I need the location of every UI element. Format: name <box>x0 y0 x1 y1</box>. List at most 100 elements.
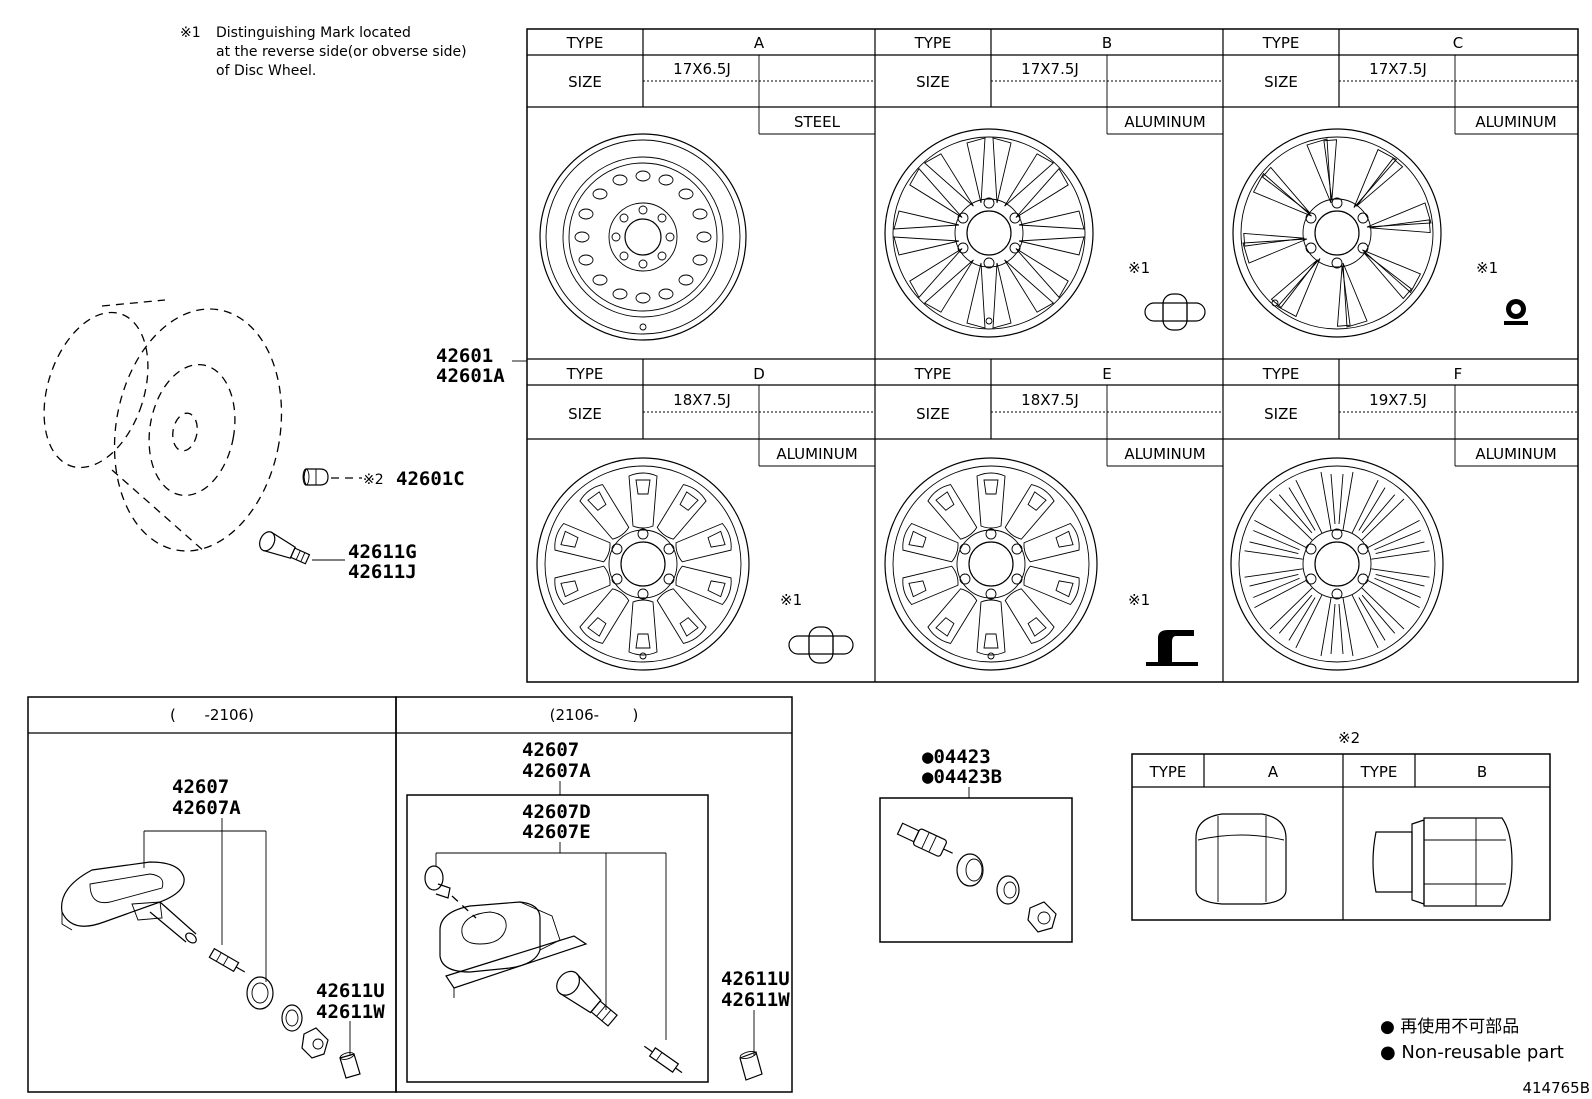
grommet-icon <box>246 976 274 1010</box>
part-04423b: ●04423B <box>922 766 1002 788</box>
nut-mark-symbol: ※2 <box>363 472 384 488</box>
valve-cap-icon <box>739 1050 763 1081</box>
wheel-material-a: STEEL <box>794 113 841 131</box>
size-label-e: SIZE <box>916 405 950 423</box>
size-label-f: SIZE <box>1264 405 1298 423</box>
wheel-material-d: ALUMINUM <box>776 445 857 463</box>
tpms-sensor-icon <box>439 901 588 998</box>
type-label-a: TYPE <box>566 34 604 52</box>
part-42601c: 42601C <box>396 468 465 490</box>
washer-icon <box>281 1004 303 1032</box>
mark-note-d: ※1 <box>780 591 802 609</box>
part-42611j: 42611J <box>348 561 417 583</box>
size-label-b: SIZE <box>916 73 950 91</box>
distinguishing-mark-d-icon <box>788 626 854 664</box>
note-line-3: of Disc Wheel. <box>216 63 316 79</box>
note-mark-symbol: ※1 <box>180 25 201 41</box>
mark-note-c: ※1 <box>1476 259 1498 277</box>
figure-id: 414765B <box>1522 1079 1590 1097</box>
wheel-type-table: TYPE TYPE TYPE TYPE TYPE TYPE SIZE SIZE … <box>526 28 1579 683</box>
wheel-type-b: B <box>1102 34 1112 52</box>
nut-type-label-b: TYPE <box>1360 763 1398 781</box>
wheel-material-b: ALUMINUM <box>1124 113 1205 131</box>
wheel-type-d: D <box>753 365 765 383</box>
aluminum-wheel-d-icon <box>536 457 750 671</box>
valve-core-icon <box>208 947 246 973</box>
wheel-material-e: ALUMINUM <box>1124 445 1205 463</box>
wheel-part-callout: 42601 42601A <box>436 345 527 387</box>
distinguishing-mark-b-icon <box>1144 293 1206 331</box>
aluminum-wheel-b-icon <box>884 128 1094 338</box>
grommet-icon <box>956 853 984 887</box>
note-line-1: Distinguishing Mark located <box>216 25 411 41</box>
wheel-material-c: ALUMINUM <box>1475 113 1556 131</box>
wheel-size-e: 18X7.5J <box>1021 391 1079 409</box>
mark-note-e: ※1 <box>1128 591 1150 609</box>
type-label-c: TYPE <box>1262 34 1300 52</box>
part-42607-right: 42607 <box>522 739 579 761</box>
part-42607a-right: 42607A <box>522 760 591 782</box>
tpms-sensor-icon <box>60 861 197 944</box>
legend: ● 再使用不可部品 ● Non-reusable part <box>1380 1016 1564 1063</box>
aluminum-wheel-c-icon <box>1232 128 1442 338</box>
wheel-type-f: F <box>1454 365 1463 383</box>
steel-wheel-icon <box>539 133 747 341</box>
valve-cap-icon <box>339 1052 361 1079</box>
part-42611g: 42611G <box>348 541 417 563</box>
valve-kit-group: ●04423 ●04423B <box>879 746 1073 943</box>
size-label-c: SIZE <box>1264 73 1298 91</box>
distinguishing-mark-e-icon <box>1146 630 1198 666</box>
part-04423: ●04423 <box>922 746 991 768</box>
legend-non-reusable-part: ● Non-reusable part <box>1380 1042 1564 1063</box>
tpms-box-before-2106: ( -2106) 42607 42607A <box>27 696 397 1093</box>
distinguishing-mark-note: ※1 Distinguishing Mark located at the re… <box>180 25 467 79</box>
wheel-type-e: E <box>1102 365 1111 383</box>
note-line-2: at the reverse side(or obverse side) <box>216 44 467 60</box>
wheel-size-a: 17X6.5J <box>673 60 731 78</box>
hub-nut-icon <box>302 468 329 486</box>
wheel-material-f: ALUMINUM <box>1475 445 1556 463</box>
wheel-size-b: 17X7.5J <box>1021 60 1079 78</box>
nut-table-mark: ※2 <box>1338 729 1360 747</box>
part-42607e: 42607E <box>522 821 591 843</box>
size-label-d: SIZE <box>568 405 602 423</box>
washer-icon <box>996 875 1020 905</box>
valve-stem-icon <box>259 531 311 565</box>
tpms-box-after-2106: (2106- ) 42607 42607A 42607D 42607E <box>395 696 793 1093</box>
wheel-type-a: A <box>754 34 765 52</box>
part-42611u-left: 42611U <box>316 980 385 1002</box>
part-42601: 42601 <box>436 345 493 367</box>
valve-nut-icon <box>301 1027 329 1059</box>
aluminum-wheel-f-icon <box>1230 457 1444 671</box>
nut-type-a: A <box>1268 763 1279 781</box>
lug-nut-b-icon <box>1372 817 1513 907</box>
part-42611u-right: 42611U <box>721 968 790 990</box>
part-42611w-left: 42611W <box>316 1001 385 1023</box>
nut-type-table: ※2 TYPE A TYPE B <box>1131 729 1551 921</box>
part-42611w-right: 42611W <box>721 989 790 1011</box>
part-42607a-left: 42607A <box>172 797 241 819</box>
nut-type-label-a: TYPE <box>1149 763 1187 781</box>
wheel-size-c: 17X7.5J <box>1369 60 1427 78</box>
type-label-b: TYPE <box>914 34 952 52</box>
valve-core-icon <box>896 822 953 857</box>
mark-note-b: ※1 <box>1128 259 1150 277</box>
wheel-type-c: C <box>1453 34 1463 52</box>
left-box-header: ( -2106) <box>170 706 254 724</box>
nut-type-b: B <box>1477 763 1487 781</box>
wheel-size-d: 18X7.5J <box>673 391 731 409</box>
wheel-outline-icon <box>43 299 283 553</box>
wheel-size-f: 19X7.5J <box>1369 391 1427 409</box>
right-box-header: (2106- ) <box>550 706 639 724</box>
part-42607-left: 42607 <box>172 776 229 798</box>
valve-core-icon <box>643 1045 683 1074</box>
distinguishing-mark-c-icon <box>1504 299 1528 325</box>
type-label-f: TYPE <box>1262 365 1300 383</box>
type-label-e: TYPE <box>914 365 952 383</box>
size-label-a: SIZE <box>568 73 602 91</box>
part-42601a: 42601A <box>436 365 505 387</box>
aluminum-wheel-e-icon <box>884 457 1098 671</box>
legend-japanese: ● 再使用不可部品 <box>1380 1016 1519 1037</box>
part-42607d: 42607D <box>522 801 591 823</box>
